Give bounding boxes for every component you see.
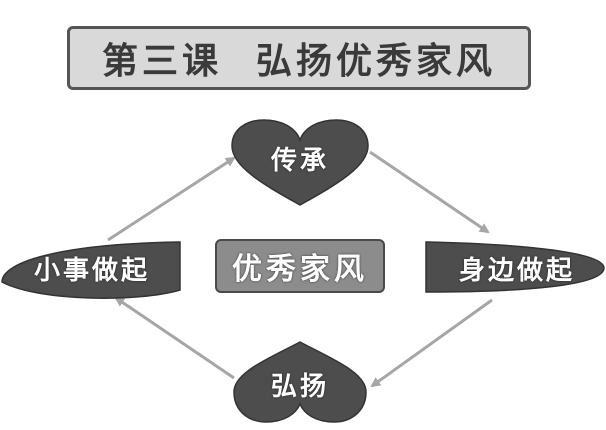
arrow-right-to-bottom <box>370 298 493 388</box>
node-left-label: 小事做起 <box>33 255 150 286</box>
arrow-left-to-top <box>107 156 236 242</box>
arrow-bottom-to-left <box>114 296 235 380</box>
node-bottom-label: 弘扬 <box>270 371 329 402</box>
center-topic-label: 优秀家风 <box>232 252 368 287</box>
heart-shape-bottom <box>233 341 367 423</box>
node-top-label: 传承 <box>270 145 329 176</box>
lesson-topic: 弘扬优秀家风 <box>256 41 497 82</box>
center-topic-box: 优秀家风 <box>215 239 385 293</box>
heart-shape-top <box>231 119 369 206</box>
lesson-number: 第三课 <box>101 41 222 82</box>
leaf-shape-left <box>1 241 181 299</box>
arrow-top-to-right <box>369 150 490 234</box>
node-right-label: 身边做起 <box>458 255 575 286</box>
leaf-shape-right <box>425 241 605 293</box>
lesson-title-box: 第三课 弘扬优秀家风 <box>67 26 531 90</box>
